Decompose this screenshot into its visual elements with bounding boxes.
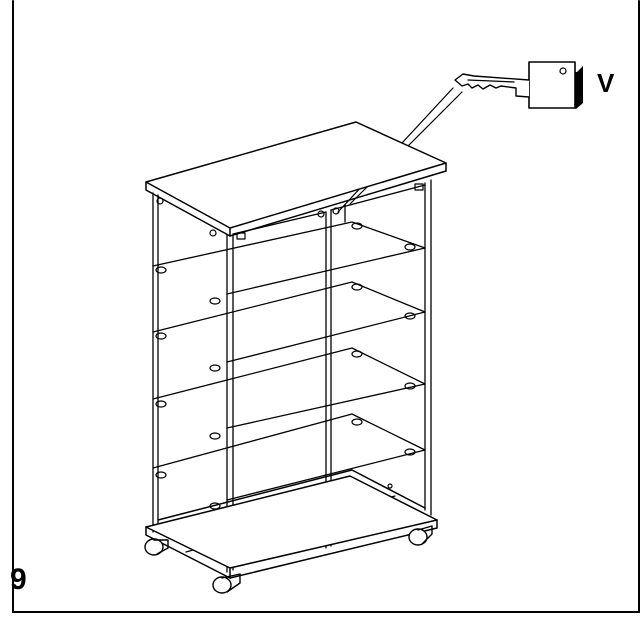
cabinet-top — [145, 121, 447, 237]
part-label: V — [597, 68, 615, 98]
key-icon — [454, 61, 583, 109]
glass-shelves — [152, 221, 426, 501]
cabinet-bottom — [145, 469, 438, 579]
castor-wheels — [144, 525, 433, 594]
step-number: 9 — [10, 563, 27, 596]
panel-border — [12, 0, 640, 613]
